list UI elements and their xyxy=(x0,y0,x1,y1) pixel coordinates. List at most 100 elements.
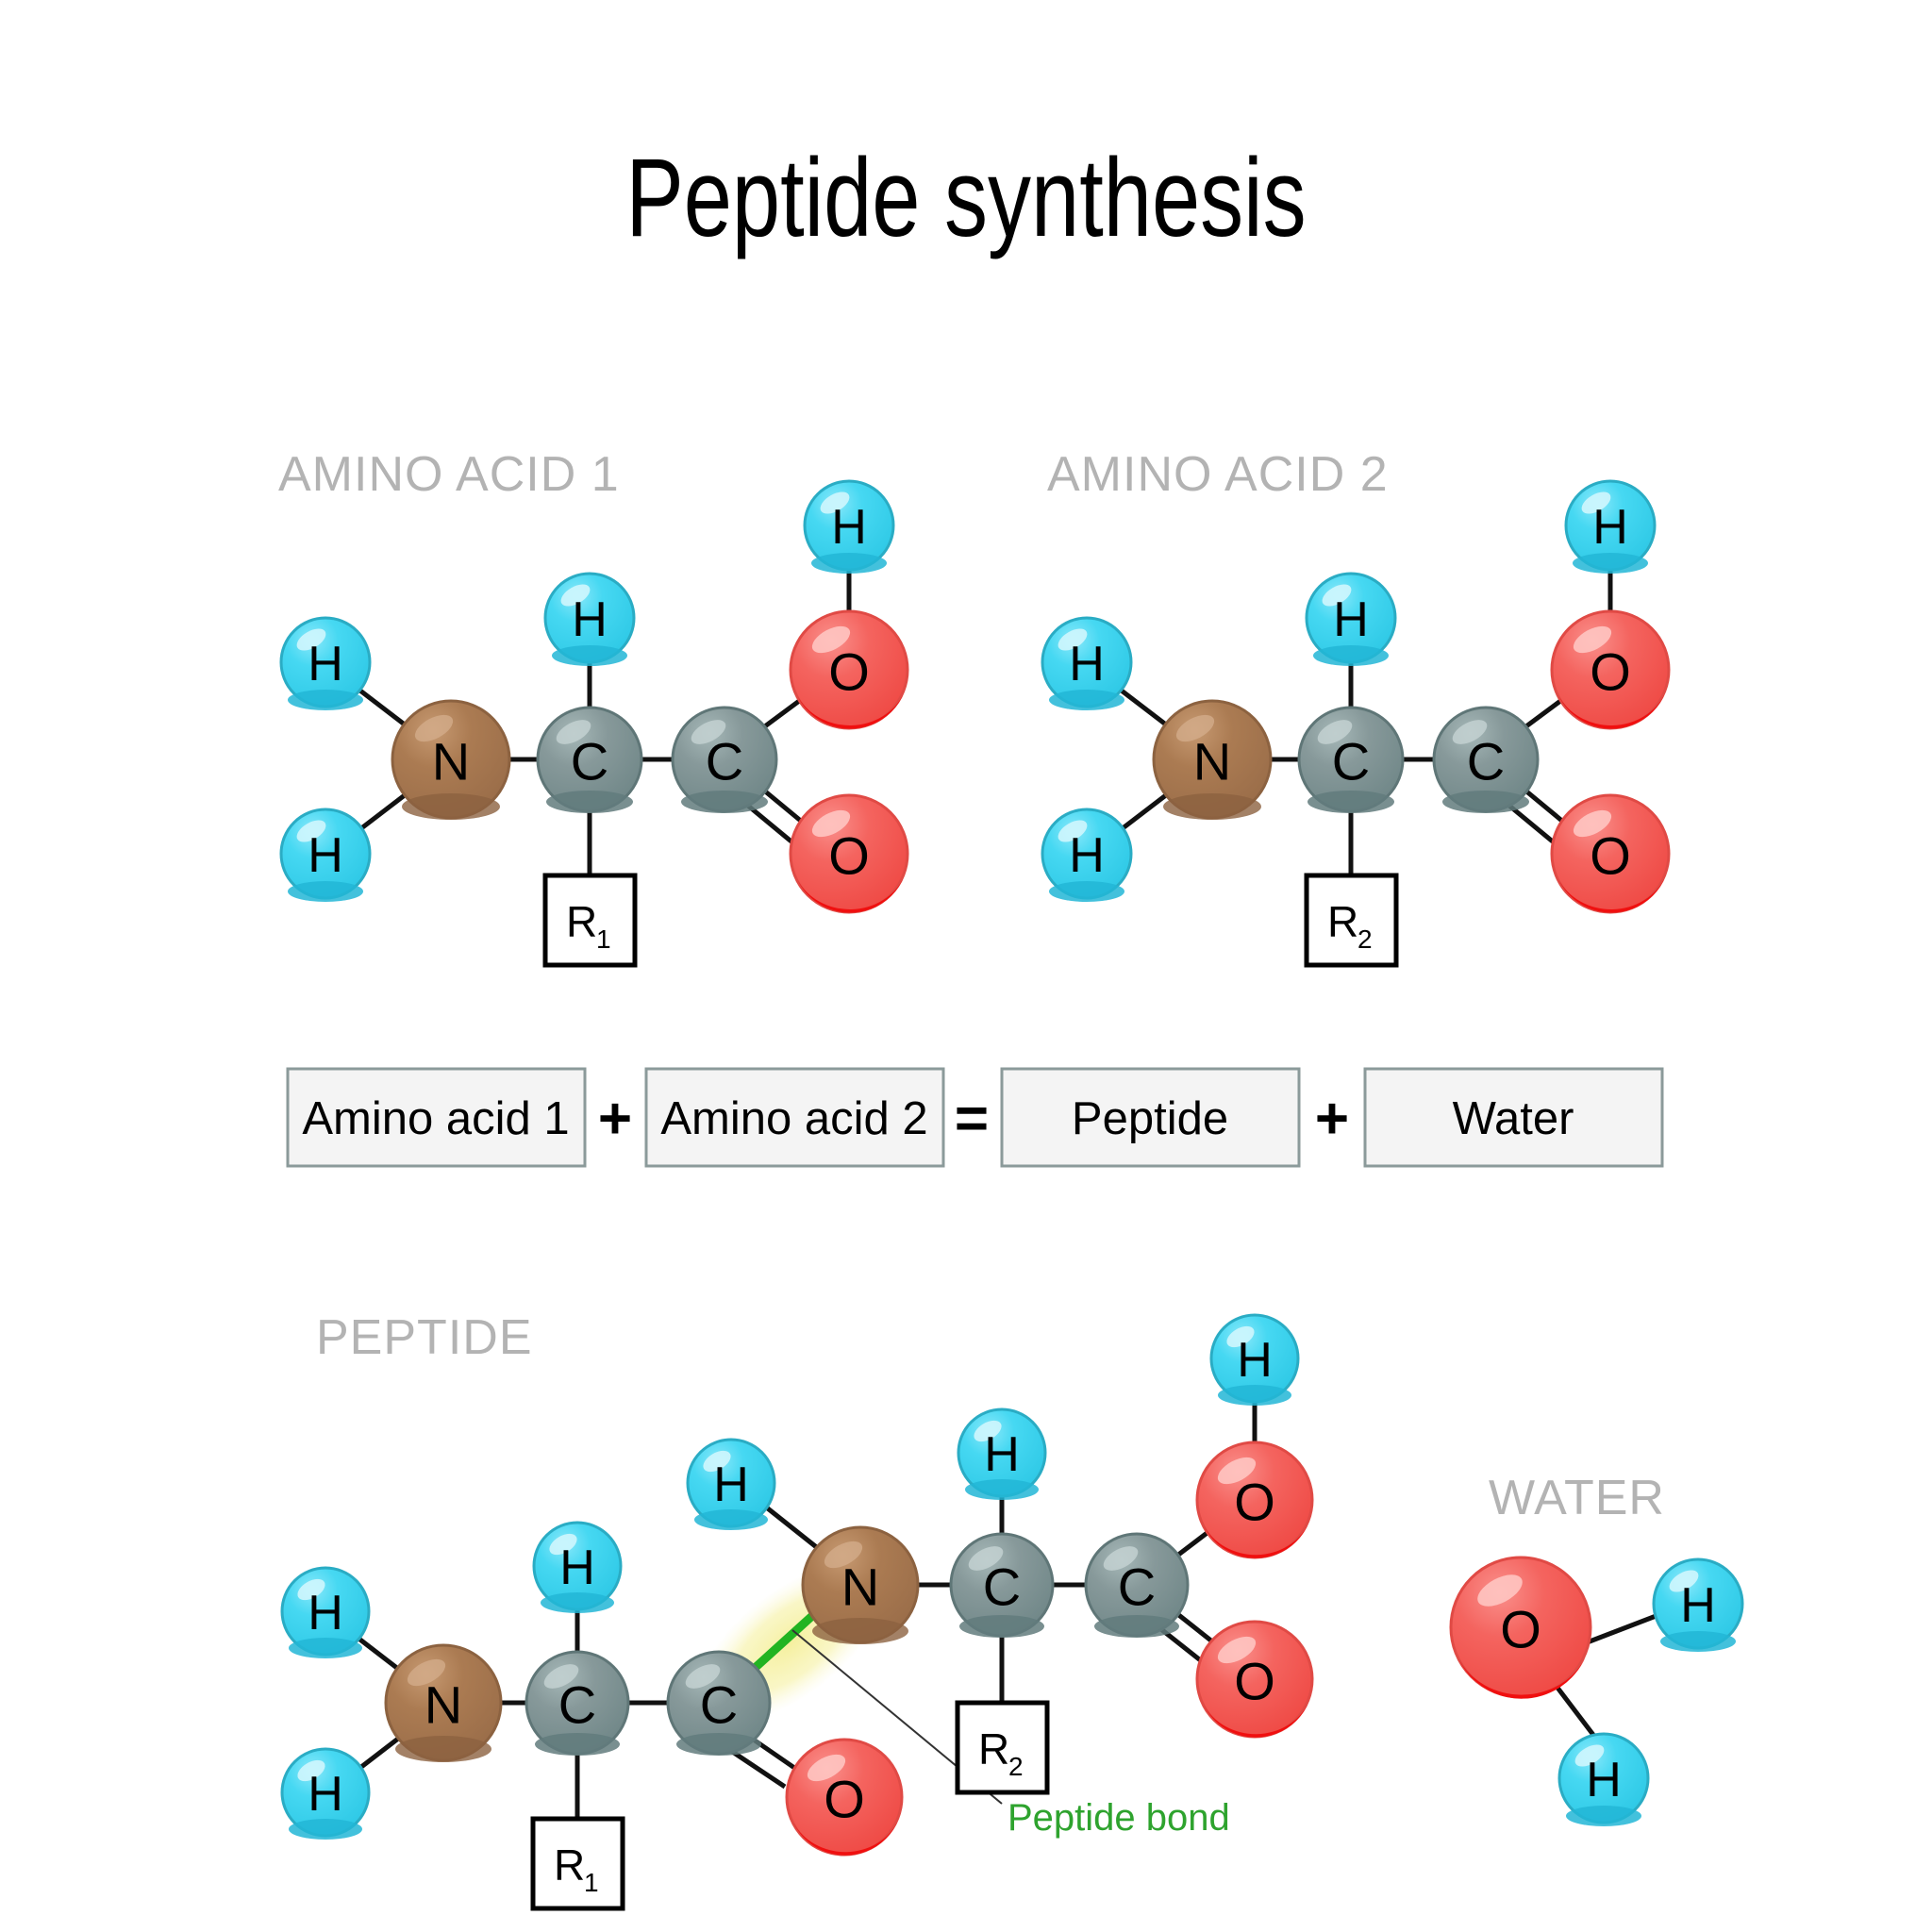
atom-hydrogen: H xyxy=(1041,616,1133,710)
atom-label: H xyxy=(559,1541,595,1595)
atom-hydrogen: H xyxy=(280,1747,371,1840)
atom-label: O xyxy=(828,642,870,702)
atom-hydrogen: H xyxy=(803,479,895,574)
bond-o-h2-water xyxy=(1553,1682,1598,1740)
atom-hydrogen: H xyxy=(957,1407,1047,1500)
atom-label: H xyxy=(1592,500,1628,555)
atom-label: O xyxy=(824,1770,865,1829)
atom-hydrogen: H xyxy=(1557,1732,1650,1826)
atom-hydrogen: H xyxy=(1041,808,1133,902)
atom-carbon: C xyxy=(671,706,778,813)
atom-label: H xyxy=(308,828,343,883)
peptide-bond-label: Peptide bond xyxy=(1008,1797,1230,1839)
equation-box-product-2 xyxy=(1363,1067,1664,1168)
atom-label: C xyxy=(558,1675,596,1735)
label-amino-acid-2: AMINO ACID 2 xyxy=(1047,447,1389,502)
r-group-box-r2-aa2 xyxy=(1304,873,1399,968)
atom-label: C xyxy=(983,1557,1021,1617)
peptide-bond-line xyxy=(748,1610,818,1674)
atom-hydrogen: H xyxy=(279,616,372,710)
atom-label: O xyxy=(1590,642,1631,702)
atom-nitrogen: N xyxy=(801,1525,920,1644)
label-peptide: PEPTIDE xyxy=(316,1310,533,1365)
equation-operator-equals: = xyxy=(955,1087,989,1152)
atom-nitrogen: N xyxy=(1152,699,1273,820)
molecule-amino-acid-2: R 2 H H N H C xyxy=(1041,479,1671,968)
atom-label: H xyxy=(713,1457,749,1512)
molecule-water: O H H xyxy=(1449,1556,1744,1826)
atom-label: H xyxy=(1586,1753,1622,1807)
atom-oxygen: O xyxy=(789,793,909,914)
atom-carbon: C xyxy=(536,706,643,813)
r-group-sub-r1-pep: 1 xyxy=(584,1868,599,1897)
atom-label: H xyxy=(308,637,343,691)
atom-label: N xyxy=(1193,732,1231,791)
atom-label: H xyxy=(1069,828,1105,883)
atom-label: O xyxy=(1590,826,1631,886)
atom-nitrogen: N xyxy=(384,1643,503,1762)
equation-label-product-1: Peptide xyxy=(1072,1093,1228,1144)
atom-label: N xyxy=(841,1557,879,1617)
label-water: WATER xyxy=(1489,1471,1665,1525)
atom-hydrogen: H xyxy=(280,1566,371,1658)
page-title: Peptide synthesis xyxy=(625,136,1306,260)
bond-o-h1-water xyxy=(1576,1612,1659,1649)
equation-label-reactant-1: Amino acid 1 xyxy=(302,1093,569,1144)
r-group-letter-r1-pep: R xyxy=(554,1840,585,1890)
atom-nitrogen: N xyxy=(391,699,511,820)
r-group-box-r2-pep xyxy=(955,1700,1050,1795)
atom-label: C xyxy=(1467,732,1505,791)
atom-carbon: C xyxy=(1432,706,1540,813)
molecule-peptide: Peptide bond R 1 R 2 H H N xyxy=(280,1313,1314,1911)
atom-label: N xyxy=(425,1675,462,1735)
r-group-letter-r2-pep: R xyxy=(978,1724,1009,1774)
equation-operator-plus-1: + xyxy=(598,1087,632,1152)
atom-label: H xyxy=(984,1427,1020,1482)
reaction-equation: Amino acid 1 + Amino acid 2 = Peptide + … xyxy=(286,1067,1664,1168)
atom-hydrogen: H xyxy=(1652,1557,1744,1652)
atom-hydrogen: H xyxy=(532,1521,623,1613)
atom-carbon: C xyxy=(949,1532,1055,1638)
atom-oxygen: O xyxy=(785,1738,904,1857)
atom-label: O xyxy=(1500,1600,1541,1659)
atom-oxygen: O xyxy=(1550,793,1671,914)
atom-label: C xyxy=(1332,732,1370,791)
atom-label: H xyxy=(1333,592,1369,647)
equation-box-reactant-1 xyxy=(286,1067,587,1168)
atom-oxygen: O xyxy=(789,609,909,730)
atom-hydrogen: H xyxy=(543,572,636,666)
atom-oxygen: O xyxy=(1195,1441,1314,1559)
atom-oxygen: O xyxy=(1195,1620,1314,1739)
atom-label: C xyxy=(1118,1557,1156,1617)
atom-carbon: C xyxy=(525,1650,630,1756)
atom-carbon: C xyxy=(1297,706,1405,813)
atom-oxygen: O xyxy=(1449,1556,1592,1699)
equation-box-reactant-2 xyxy=(644,1067,945,1168)
bond-c-o-double-b-pep xyxy=(726,1746,787,1790)
label-amino-acid-1: AMINO ACID 1 xyxy=(278,447,620,502)
atom-label: C xyxy=(571,732,608,791)
atom-oxygen: O xyxy=(1550,609,1671,730)
atom-label: H xyxy=(572,592,608,647)
molecule-amino-acid-1: R 1 H H N H xyxy=(279,479,909,968)
atom-label: C xyxy=(706,732,743,791)
atom-hydrogen: H xyxy=(686,1438,776,1530)
atom-label: C xyxy=(700,1675,738,1735)
atom-hydrogen: H xyxy=(279,808,372,902)
atom-hydrogen: H xyxy=(1305,572,1397,666)
atom-label: H xyxy=(1680,1578,1716,1633)
atom-hydrogen: H xyxy=(1564,479,1657,574)
r-group-sub-r2-aa2: 2 xyxy=(1357,924,1373,954)
r-group-letter-r1-aa1: R xyxy=(566,897,597,946)
equation-operator-plus-2: + xyxy=(1315,1087,1349,1152)
atom-label: O xyxy=(1234,1652,1275,1711)
atom-label: H xyxy=(1069,637,1105,691)
atom-label: H xyxy=(308,1767,343,1822)
r-group-box-r1-aa1 xyxy=(542,873,638,968)
atom-label: H xyxy=(831,500,867,555)
atom-label: H xyxy=(1237,1333,1273,1388)
atom-label: O xyxy=(1234,1473,1275,1532)
